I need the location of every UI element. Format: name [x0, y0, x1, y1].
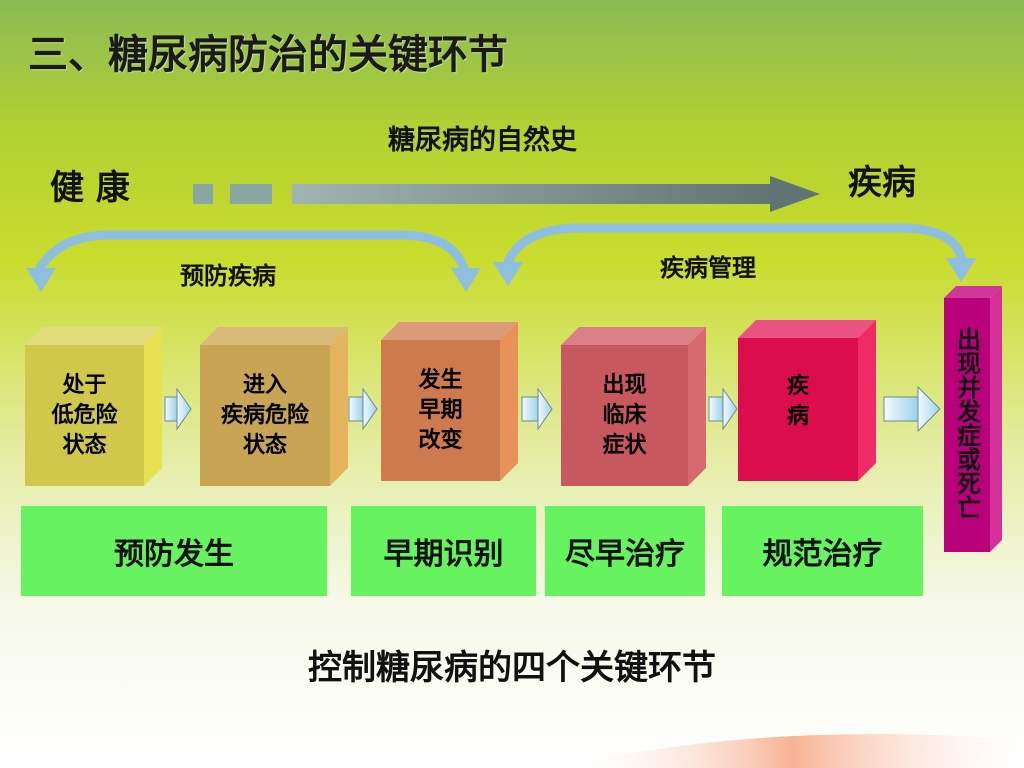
- stage-label-2: 进入 疾病危险 状态: [220, 372, 309, 458]
- stage-box-3: [381, 322, 518, 481]
- arc-arrowhead-mid2: [493, 262, 523, 286]
- disease-management-label: 疾病管理: [660, 254, 756, 282]
- stage-label-3: 发生 早期 改变: [418, 367, 463, 453]
- stage-box-final: [944, 286, 1002, 552]
- natural-history-label: 糖尿病的自然史: [388, 125, 577, 156]
- arc-arrowhead-left: [26, 268, 56, 292]
- stage-label-5: 疾 病: [786, 374, 809, 429]
- decorative-swoosh: [560, 734, 1024, 768]
- page-title: 三、糖尿病防治的关键环节: [28, 32, 508, 78]
- flow-arrow-1: [164, 387, 192, 431]
- flow-arrow-5: [883, 385, 941, 433]
- stage-box-4: [561, 327, 706, 486]
- stage-box-2: [200, 327, 348, 486]
- arc-arrowhead-right: [946, 258, 976, 282]
- stage-box-5: [738, 320, 876, 481]
- health-label: 健 康: [50, 168, 130, 208]
- flow-arrow-4: [708, 387, 738, 431]
- key-step-standard-treatment: 规范治疗: [722, 506, 923, 596]
- flow-arrow-3: [521, 387, 553, 431]
- timeline-arrow: [193, 176, 820, 212]
- stage-label-1: 处于 低危险 状态: [51, 372, 118, 458]
- prevent-disease-label: 预防疾病: [180, 262, 276, 290]
- arc-arrowhead-mid1: [451, 268, 481, 292]
- disease-label: 疾病: [848, 163, 916, 203]
- stage-box-1: [25, 327, 162, 486]
- stage-label-4: 出现 临床 症状: [602, 372, 647, 458]
- prevent-disease-arc: [35, 230, 470, 277]
- key-step-early-treatment: 尽早治疗: [545, 506, 705, 596]
- flow-arrow-2: [348, 387, 378, 431]
- stage-label-final: 出现并发症或死亡: [952, 327, 981, 519]
- key-step-early-identification: 早期识别: [351, 506, 536, 596]
- bottom-caption: 控制糖尿病的四个关键环节: [308, 648, 716, 688]
- key-step-prevention: 预防发生: [21, 506, 327, 596]
- disease-management-arc: [502, 223, 967, 270]
